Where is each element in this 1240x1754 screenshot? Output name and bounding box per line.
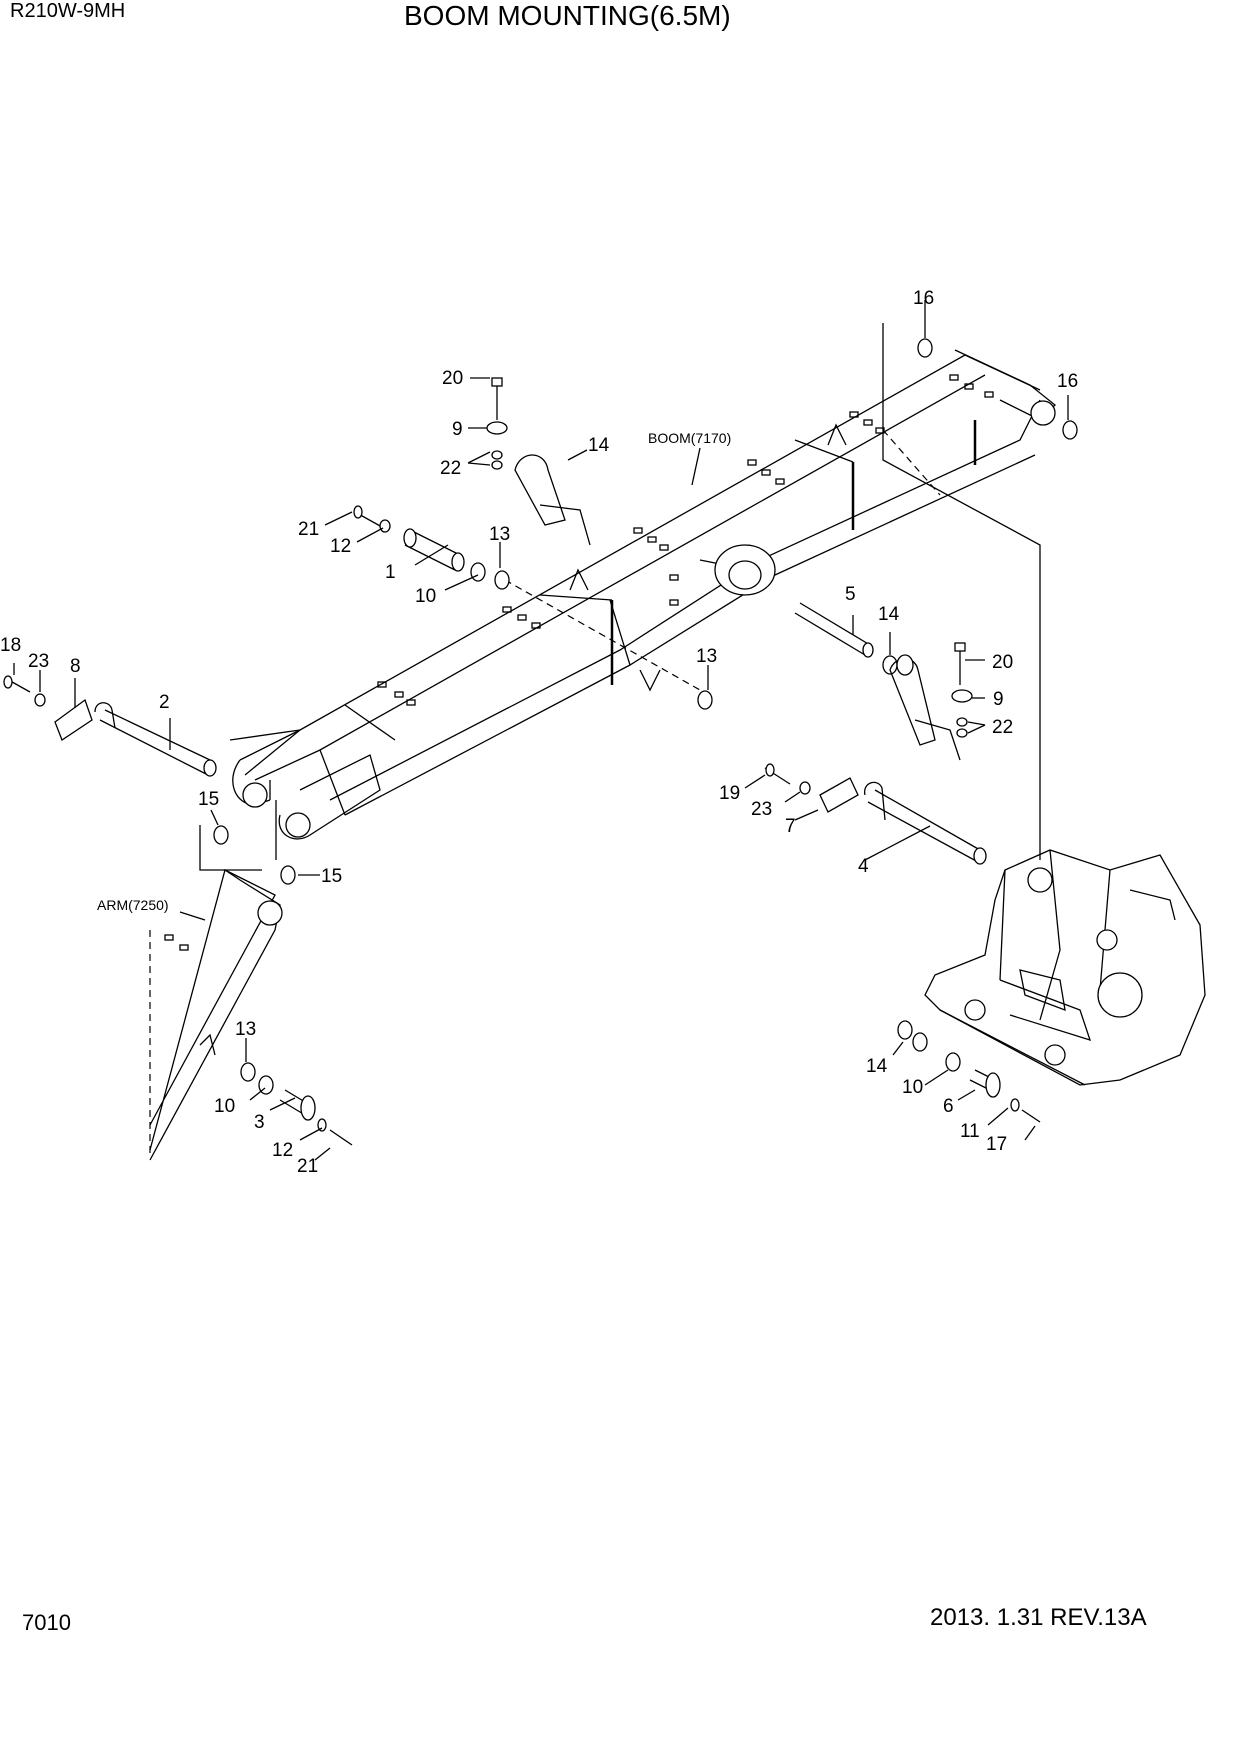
- boom-assembly: [229, 349, 1056, 840]
- callout-16-right: 16: [1057, 371, 1078, 392]
- callout-13-mid: 13: [696, 646, 717, 667]
- callout-13-top: 13: [489, 524, 510, 545]
- arm-reference: ARM(7250): [97, 897, 169, 913]
- revision-date: 2013. 1.31 REV.13A: [930, 1604, 1147, 1631]
- callout-17: 17: [986, 1134, 1007, 1155]
- callout-numbers: 1 2 3 4 5 6 7 8 9 9 10 10 10 11 12 12 13…: [0, 288, 1078, 1177]
- arm-assembly: [149, 869, 283, 1161]
- callout-3: 3: [254, 1112, 265, 1133]
- callout-6: 6: [943, 1096, 954, 1117]
- callout-1: 1: [385, 562, 396, 583]
- callout-20-right: 20: [992, 652, 1013, 673]
- callout-23-left: 23: [28, 651, 49, 672]
- callout-13-arm: 13: [235, 1019, 256, 1040]
- callout-9-left: 9: [452, 419, 463, 440]
- page-number: 7010: [22, 1610, 71, 1635]
- callout-10-frame: 10: [902, 1077, 923, 1098]
- model-code: R210W-9MH: [10, 0, 126, 22]
- diagram-title: BOOM MOUNTING(6.5M): [404, 0, 731, 31]
- callout-15-right: 15: [321, 866, 342, 887]
- callout-8: 8: [70, 656, 81, 677]
- callout-19: 19: [719, 783, 740, 804]
- callout-10-arm: 10: [214, 1096, 235, 1117]
- callout-21-arm: 21: [297, 1156, 318, 1177]
- boom-clips: [377, 374, 994, 706]
- callout-11: 11: [960, 1121, 980, 1142]
- callout-14-frame: 14: [866, 1056, 888, 1077]
- callout-5: 5: [845, 584, 856, 605]
- callout-22-right: 22: [992, 717, 1013, 738]
- callout-4: 4: [858, 856, 869, 877]
- callout-14-right: 14: [878, 604, 900, 625]
- callout-2: 2: [159, 692, 170, 713]
- callout-12-left: 12: [330, 536, 351, 557]
- callout-14-top: 14: [588, 435, 610, 456]
- callout-12-arm: 12: [272, 1140, 293, 1161]
- callout-20-top: 20: [442, 368, 463, 389]
- callout-7: 7: [785, 816, 796, 837]
- frame-bracket: [924, 849, 1206, 1086]
- callout-10-left: 10: [415, 586, 436, 607]
- loose-parts: [3, 338, 1078, 1146]
- callout-16-top: 16: [913, 288, 934, 309]
- callout-15-left: 15: [198, 789, 219, 810]
- callout-9-right: 9: [993, 689, 1004, 710]
- callout-leaders: [13, 300, 1069, 1161]
- callout-18: 18: [0, 635, 21, 656]
- callout-21-left: 21: [298, 519, 319, 540]
- callout-23-right: 23: [751, 799, 772, 820]
- callout-22-left: 22: [440, 458, 461, 479]
- boom-reference: BOOM(7170): [648, 430, 731, 446]
